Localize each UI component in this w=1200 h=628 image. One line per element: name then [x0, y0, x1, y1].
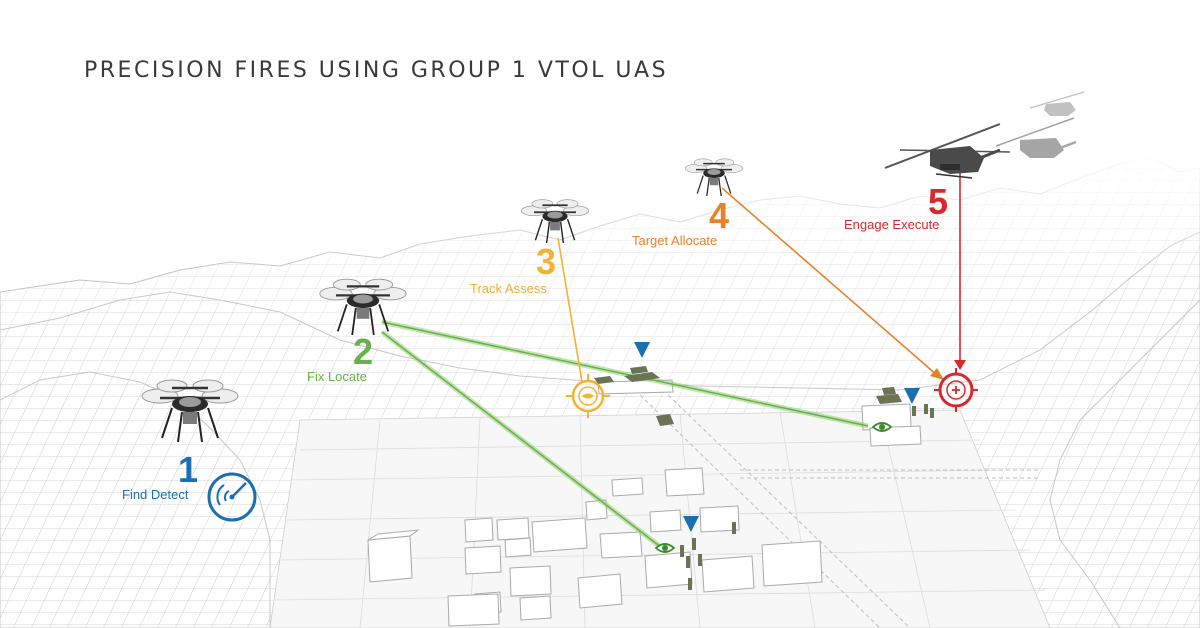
marker-triangle-icon — [904, 388, 920, 404]
roads — [639, 394, 1040, 628]
step-5-label: Engage Execute — [844, 217, 940, 232]
target-eye-icon — [566, 374, 610, 418]
radar-icon — [207, 472, 257, 522]
target-allocate-link — [721, 187, 939, 377]
step-1-number: 1 — [178, 449, 199, 490]
buildings — [367, 379, 922, 627]
hill-left-foreground — [0, 371, 271, 628]
eye-icon — [871, 422, 893, 432]
marker-triangle-icon — [683, 516, 699, 532]
attack-helicopter-main-icon — [884, 123, 1011, 179]
track-assess-link — [557, 237, 583, 383]
drone-4-icon — [684, 158, 744, 197]
sky-haze — [0, 150, 1200, 270]
attack-helicopter-2-icon — [995, 117, 1077, 158]
step-4-number: 4 — [709, 195, 730, 236]
step-5-number: 5 — [928, 181, 949, 222]
vehicles — [594, 366, 902, 426]
soldiers — [680, 404, 934, 590]
target-allocate-arrowhead — [930, 368, 944, 380]
step-4-label: Target Allocate — [632, 233, 718, 248]
step-1-label: Find Detect — [122, 487, 189, 502]
step-3-label: Track Assess — [470, 281, 547, 296]
crosshair-icon — [934, 368, 978, 412]
fix-locate-links — [380, 319, 869, 550]
drone-3-icon — [521, 199, 589, 244]
step-2-label: Fix Locate — [307, 369, 367, 384]
ridge-right-foreground — [1049, 299, 1200, 628]
eye-icon — [654, 543, 676, 553]
step-3-number: 3 — [536, 241, 557, 282]
step-2-number: 2 — [353, 331, 374, 372]
drone-2-icon — [319, 278, 407, 336]
attack-helicopter-3-icon — [1029, 91, 1085, 116]
page-title: PRECISION FIRES USING GROUP 1 VTOL UAS — [84, 58, 669, 83]
drone-1-icon — [141, 379, 239, 443]
engage-execute-arrowhead — [954, 360, 966, 370]
marker-triangle-icon — [634, 342, 650, 358]
